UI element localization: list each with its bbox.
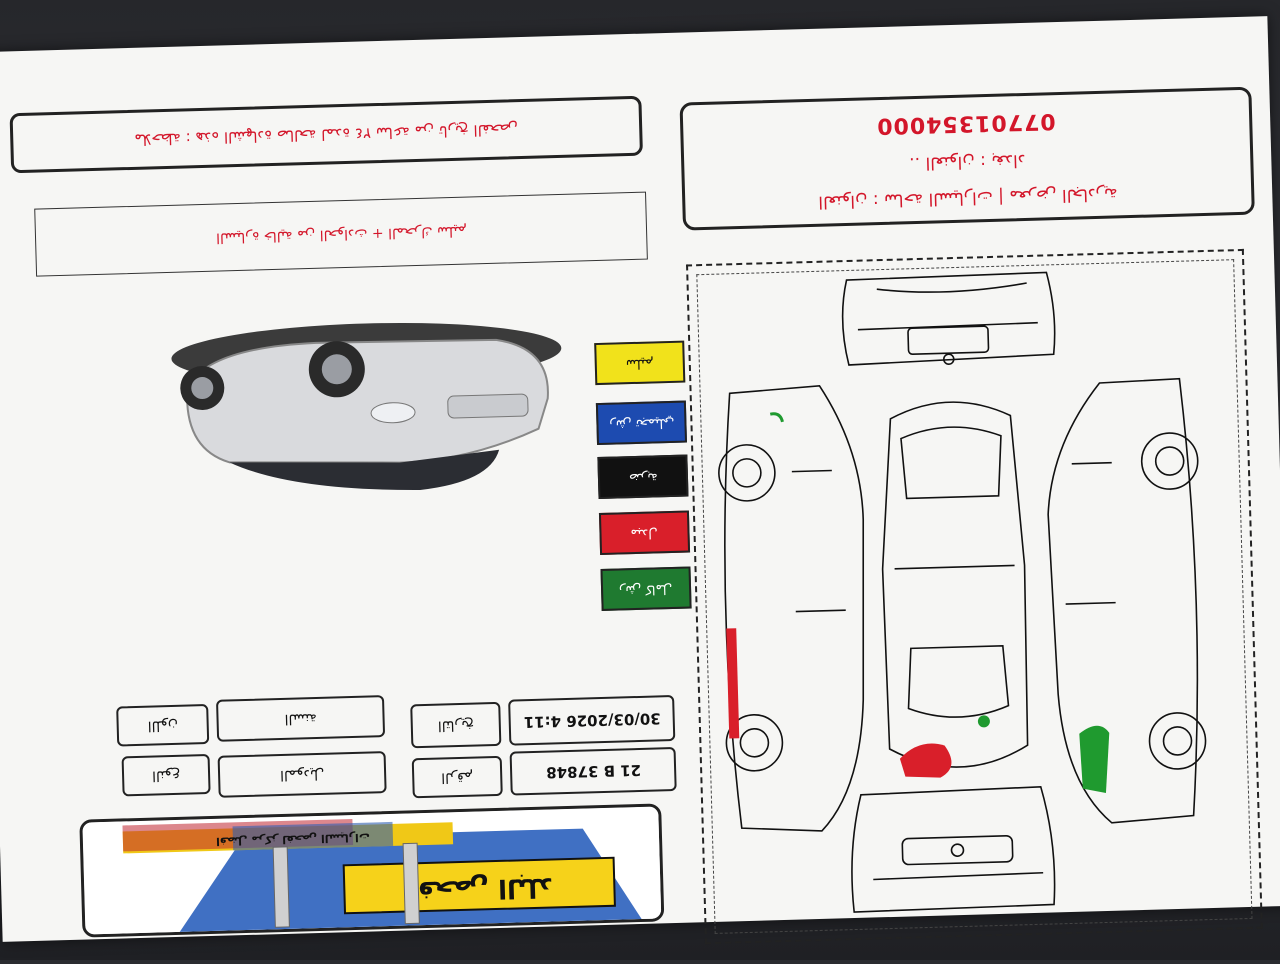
brand-label: ﺍﻟﻤﻮﺩﻳﻞ (279, 765, 325, 784)
brand-value-field: ﺍﻟﻨﻮﻉ (121, 753, 211, 797)
date-value: 30/03/2026 4:11 (522, 709, 661, 732)
logo-name: ﻓﺤﺺ ﺍﻟﺒﻠﺪ (417, 871, 554, 906)
damage-mark-green-top (977, 715, 990, 728)
model-field: ﺍﻟﺴﻨﺔ (216, 695, 386, 742)
damage-mark-red-rear (899, 743, 952, 778)
car-left-side-view (718, 384, 865, 832)
damage-mark-red-left (726, 628, 740, 739)
contact-line-1: ﺍﻟﻌﻨﻮﺍﻥ : ﺑﻐﺪﺍﺩ .. (908, 149, 1026, 173)
plate-label-field: ﺍﻟﺮﻗﻢ (411, 755, 503, 799)
header-note-box: ﻣﻼﺣﻈﺔ : ﻫﺬﻩ ﺍﻟﺸﻬﺎﺩﺓ ﺻﺎﻟﺤﺔ ﻟﻤﺪﺓ ٢٤ ﺳﺎﻋﺔ ﻣ… (9, 95, 643, 174)
car-right-side-view (1047, 377, 1207, 824)
legend-swatch-cosmetic: ﺭﺵ ﺗﺠﻤﻴﻠﻲ (595, 400, 688, 446)
legend-swatch-intact: ﺳﻠﻴﻢ (594, 340, 686, 386)
brand-value-label: ﺍﻟﻨﻮﻉ (151, 766, 181, 784)
date-label: ﺍﻟﺘﺎﺭﻳﺦ (437, 716, 475, 734)
sub-note: ﺍﻟﺴﻴﺎﺭﺓ ﺧﺎﻟﻴﺔ ﻣﻦ ﺍﻟﺤﻮﺍﺩﺙ + ﺍﻟﻤﺤﺮﻙ ﺳﻠﻴﻢ (215, 222, 467, 246)
car-top-view (881, 401, 1029, 768)
car-front-view (851, 785, 1056, 913)
logo-graphic (82, 806, 665, 938)
legend-label-dent: ﺿﺮﺑﺔ (628, 468, 658, 485)
date-label-field: ﺍﻟﺘﺎﺭﻳﺦ (410, 701, 502, 749)
damage-mark-green-left (769, 412, 784, 423)
type-label: ﺍﻟﻠﻮﻥ (147, 716, 179, 734)
sub-note-box: ﺍﻟﺴﻴﺎﺭﺓ ﺧﺎﻟﻴﺔ ﻣﻦ ﺍﻟﺤﻮﺍﺩﺙ + ﺍﻟﻤﺤﺮﻙ ﺳﻠﻴﻢ (34, 191, 648, 277)
header-note: ﻣﻼﺣﻈﺔ : ﻫﺬﻩ ﺍﻟﺸﻬﺎﺩﺓ ﺻﺎﻟﺤﺔ ﻟﻤﺪﺓ ٢٤ ﺳﺎﻋﺔ ﻣ… (134, 120, 519, 149)
legend-label-replaced: ﻣﺒﺪﻝ (630, 524, 659, 541)
contact-box: 07701354000 ﺍﻟﻌﻨﻮﺍﻥ : ﺑﻐﺪﺍﺩ .. ﺍﻟﻌﻨﻮﺍﻥ :… (679, 86, 1255, 231)
legend-swatch-dent: ﺿﺮﺑﺔ (597, 454, 689, 500)
phone-number: 07701354000 (876, 107, 1057, 138)
plate-value-field: 21 B 37848 (509, 746, 677, 796)
plate-label: ﺍﻟﺮﻗﻢ (441, 768, 474, 786)
plate-value: 21 B 37848 (545, 760, 641, 782)
brand-field: ﺍﻟﻤﻮﺩﻳﻞ (217, 751, 387, 798)
logo-box: ﻓﺤﺺ ﺍﻟﺒﻠﺪ ﺍﻓﻀﻞ ﻣﺮﻛﺰ ﻟﻔﺤﺺ ﺍﻟﺴﻴﺎﺭﺍﺕ (79, 803, 665, 938)
model-label: ﺍﻟﺴﻨﺔ (284, 709, 317, 727)
damage-mark-green-right (1079, 725, 1110, 793)
contact-line-2: ﺍﻟﻌﻨﻮﺍﻥ : ﺳﺎﺣﺔ ﺍﻟﺴﻴﺎﺭﺍﺕ | ﻣﻌﺮﺽ ﺍﻟﺠﺎﺩﺭﻳﺔ (818, 182, 1119, 212)
legend-label-intact: ﺳﻠﻴﻢ (625, 354, 654, 371)
legend-label-cosmetic: ﺭﺵ ﺗﺠﻤﻴﻠﻲ (608, 414, 675, 432)
car-photo (171, 322, 562, 491)
car-damage-diagram (718, 271, 1207, 913)
date-value-field: 30/03/2026 4:11 (508, 694, 676, 746)
type-field: ﺍﻟﻠﻮﻥ (116, 704, 210, 747)
legend-label-full-paint: ﺭﺵ ﻛﺎﻣﻞ (619, 580, 673, 597)
legend-swatch-replaced: ﻣﺒﺪﻝ (598, 510, 691, 556)
car-rear-view (841, 271, 1056, 366)
inspection-sheet: ﻣﻼﺣﻈﺔ : ﻫﺬﻩ ﺍﻟﺸﻬﺎﺩﺓ ﺻﺎﻟﺤﺔ ﻟﻤﺪﺓ ٢٤ ﺳﺎﻋﺔ ﻣ… (0, 16, 1280, 945)
legend-swatch-full-paint: ﺭﺵ ﻛﺎﻣﻞ (600, 566, 692, 611)
